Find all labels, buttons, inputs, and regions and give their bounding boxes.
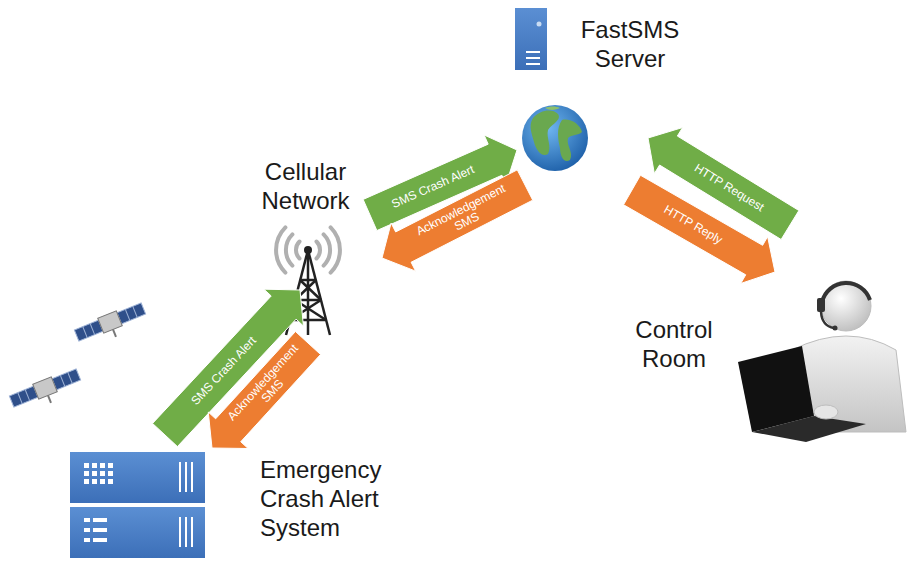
diagram-node: Emergency Crash Alert System (60, 440, 401, 562)
diagram-node: Cellular Network (248, 155, 369, 340)
operator-figure (738, 281, 906, 442)
diagram-node: FastSMS Server (505, 5, 686, 175)
satellite-icon (9, 367, 85, 416)
node-label: FastSMS Server (580, 15, 680, 73)
block-arrow (624, 175, 775, 283)
satellite-icon (74, 301, 150, 350)
block-arrow (382, 170, 533, 271)
signal-waves (276, 227, 340, 272)
block-arrow (208, 332, 320, 449)
node-label: Cellular Network (248, 157, 363, 215)
globe-icon (522, 105, 588, 171)
node-label: Emergency Crash Alert System (260, 455, 395, 542)
antenna-tip (304, 246, 312, 254)
diagram-node: Control Room (620, 270, 910, 435)
node-label: Control Room (624, 315, 724, 373)
device-icon (70, 452, 205, 558)
server-icon (515, 8, 547, 70)
